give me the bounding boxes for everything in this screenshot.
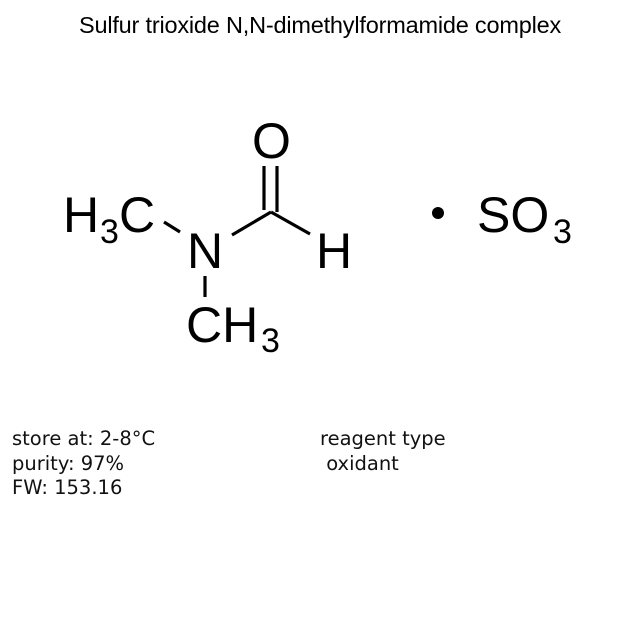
reagent-type-value: oxidant bbox=[320, 451, 399, 475]
methyl-bottom: CH 3 bbox=[186, 297, 280, 360]
methyl-bottom-sub: 3 bbox=[261, 322, 280, 360]
methyl-left-c: C bbox=[119, 187, 155, 243]
methyl-left-h: H bbox=[63, 187, 99, 243]
methyl-left-sub: 3 bbox=[100, 213, 119, 251]
storage-text: store at: 2-8°C bbox=[12, 427, 156, 450]
bond-ch3-n bbox=[163, 220, 181, 234]
sulfur-trioxide: SO 3 bbox=[477, 187, 572, 251]
so-text: SO bbox=[477, 187, 549, 243]
oxygen-atom: O bbox=[252, 113, 291, 169]
methyl-left: H 3 C bbox=[63, 187, 155, 251]
hydrogen-atom: H bbox=[316, 223, 352, 279]
methyl-bottom-ch: CH bbox=[186, 297, 258, 353]
so-sub: 3 bbox=[553, 213, 572, 251]
properties-right: reagent type oxidant bbox=[320, 427, 446, 476]
adduct-dot-icon bbox=[432, 207, 444, 219]
compound-title: Sulfur trioxide N,N-dimethylformamide co… bbox=[78, 12, 562, 38]
bond-n-carbonyl bbox=[231, 210, 272, 237]
bonds bbox=[163, 166, 311, 297]
reagent-type-label: reagent type bbox=[320, 427, 446, 450]
properties-left: store at: 2-8°C purity: 97% FW: 153.16 bbox=[12, 427, 155, 501]
bond-carbonyl-h bbox=[270, 210, 311, 236]
fw-text: FW: 153.16 bbox=[12, 476, 123, 499]
purity-text: purity: 97% bbox=[12, 451, 125, 475]
nitrogen-atom: N bbox=[187, 223, 223, 279]
